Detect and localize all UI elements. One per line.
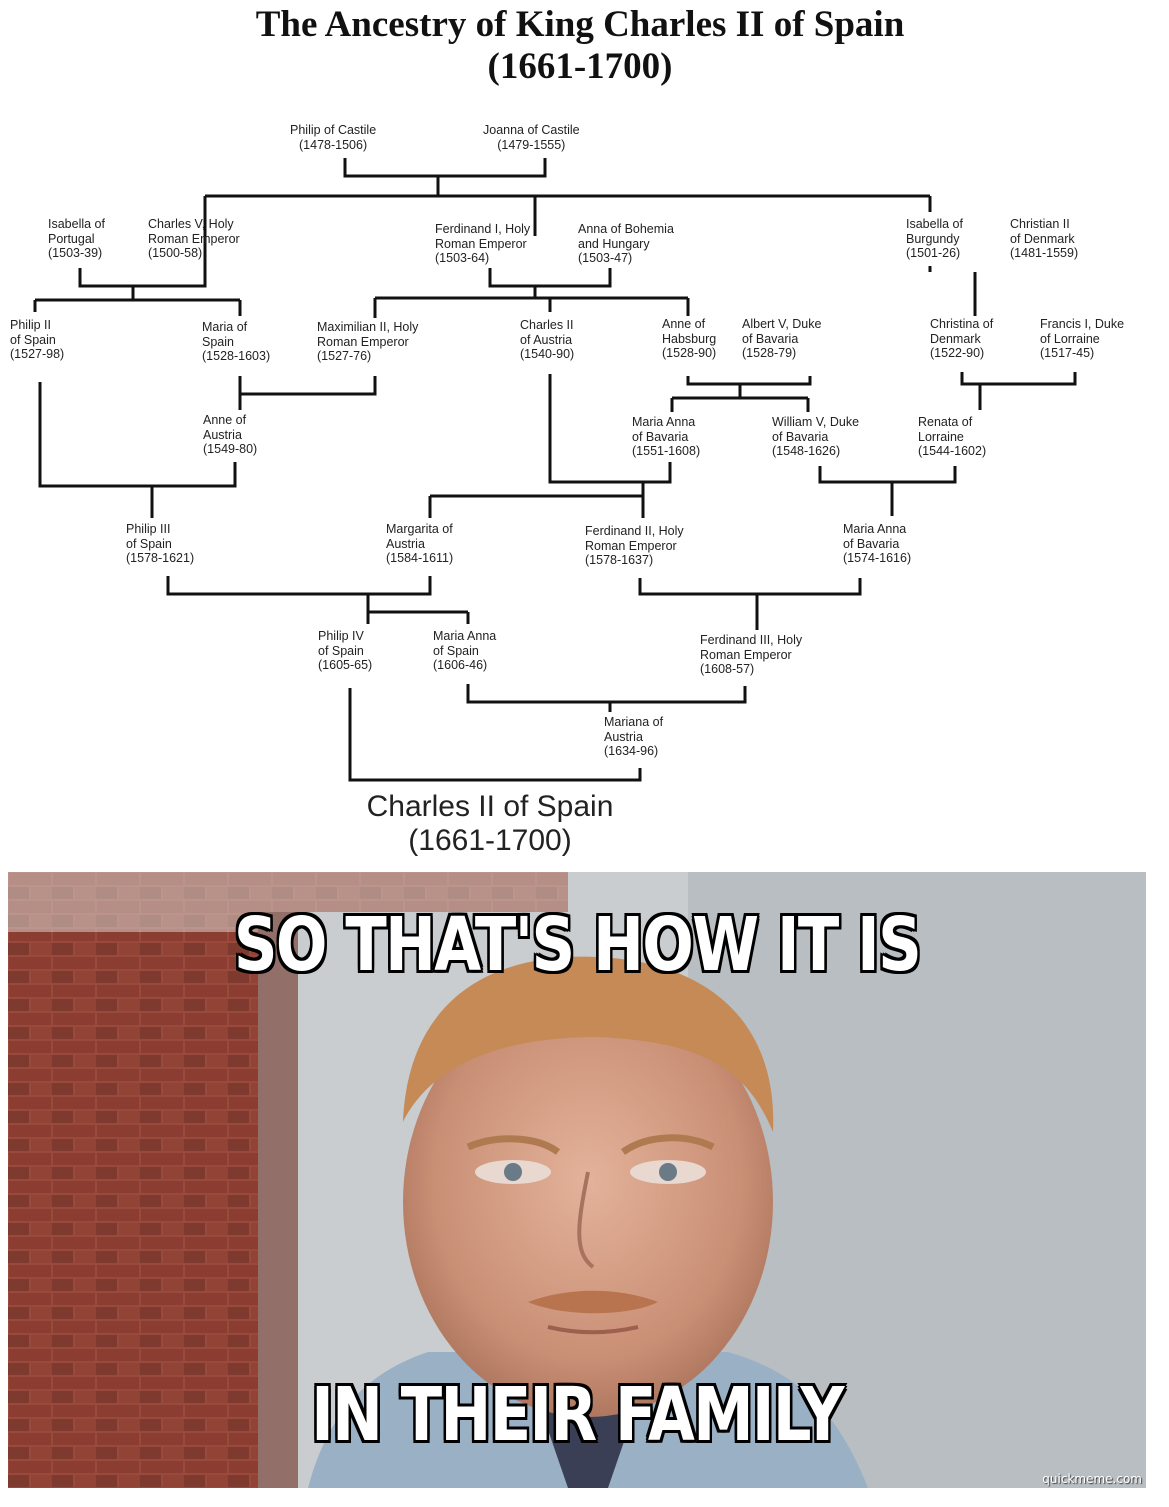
person-albert-v: Albert V, Duke of Bavaria (1528-79): [742, 317, 822, 360]
tree-title-years: (1661-1700): [487, 46, 673, 87]
person-christian-ii: Christian II of Denmark (1481-1559): [1010, 217, 1079, 260]
meme-photo: [8, 872, 1146, 1488]
person-charles-ii-of-austria: Charles II of Austria (1540-90): [520, 318, 575, 361]
person-philip-iv: Philip IV of Spain (1605-65): [318, 629, 373, 672]
person-philip-ii: Philip II of Spain (1527-98): [10, 318, 65, 361]
person-philip-iii: Philip III of Spain (1578-1621): [126, 522, 195, 565]
person-ferdinand-iii: Ferdinand III, Holy Roman Emperor (1608-…: [700, 633, 803, 676]
meme-image: SO THAT'S HOW IT IS IN THEIR FAMILY quic…: [8, 872, 1146, 1488]
watermark: quickmeme.com: [1042, 1472, 1142, 1486]
meme-top-caption: SO THAT'S HOW IT IS: [233, 902, 922, 988]
person-renata-of-lorraine: Renata of Lorraine (1544-1602): [918, 415, 987, 458]
tree-title-main: The Ancestry of King Charles II of Spain: [255, 4, 905, 45]
person-mariana-of-austria: Mariana of Austria (1634-96): [604, 715, 664, 758]
person-philip-of-castile: Philip of Castile (1478-1506): [290, 123, 377, 152]
person-maria-anna-of-bavaria-1551: Maria Anna of Bavaria (1551-1608): [632, 415, 701, 458]
tree-title: The Ancestry of King Charles II of Spain…: [0, 4, 1160, 88]
person-william-v: William V, Duke of Bavaria (1548-1626): [772, 415, 860, 458]
person-isabella-of-portugal: Isabella of Portugal (1503-39): [48, 217, 105, 260]
person-isabella-of-burgundy: Isabella of Burgundy (1501-26): [906, 217, 963, 260]
person-christina-of-denmark: Christina of Denmark (1522-90): [930, 317, 994, 360]
person-anne-of-austria: Anne of Austria (1549-80): [203, 413, 258, 456]
person-joanna-of-castile: Joanna of Castile (1479-1555): [483, 123, 580, 152]
person-ferdinand-ii: Ferdinand II, Holy Roman Emperor (1578-1…: [585, 524, 684, 567]
person-ferdinand-i: Ferdinand I, Holy Roman Emperor (1503-64…: [435, 222, 531, 265]
person-maximilian-ii: Maximilian II, Holy Roman Emperor (1527-…: [317, 320, 419, 363]
person-anna-of-bohemia: Anna of Bohemia and Hungary (1503-47): [578, 222, 674, 265]
person-charles-ii-of-spain: Charles II of Spain (1661-1700): [366, 790, 614, 857]
person-anne-of-habsburg: Anne of Habsburg (1528-90): [662, 317, 717, 360]
person-maria-anna-of-bavaria-1574: Maria Anna of Bavaria (1574-1616): [843, 522, 912, 565]
meme-bottom-caption: IN THEIR FAMILY: [311, 1372, 844, 1458]
family-tree-connectors: [33, 158, 1077, 782]
person-maria-anna-of-spain: Maria Anna of Spain (1606-46): [433, 629, 497, 672]
person-margarita-of-austria: Margarita of Austria (1584-1611): [386, 522, 454, 565]
person-charles-v: Charles V, Holy Roman Emperor (1500-58): [148, 217, 240, 260]
person-maria-of-spain: Maria of Spain (1528-1603): [202, 320, 271, 363]
person-francis-i: Francis I, Duke of Lorraine (1517-45): [1040, 317, 1125, 360]
